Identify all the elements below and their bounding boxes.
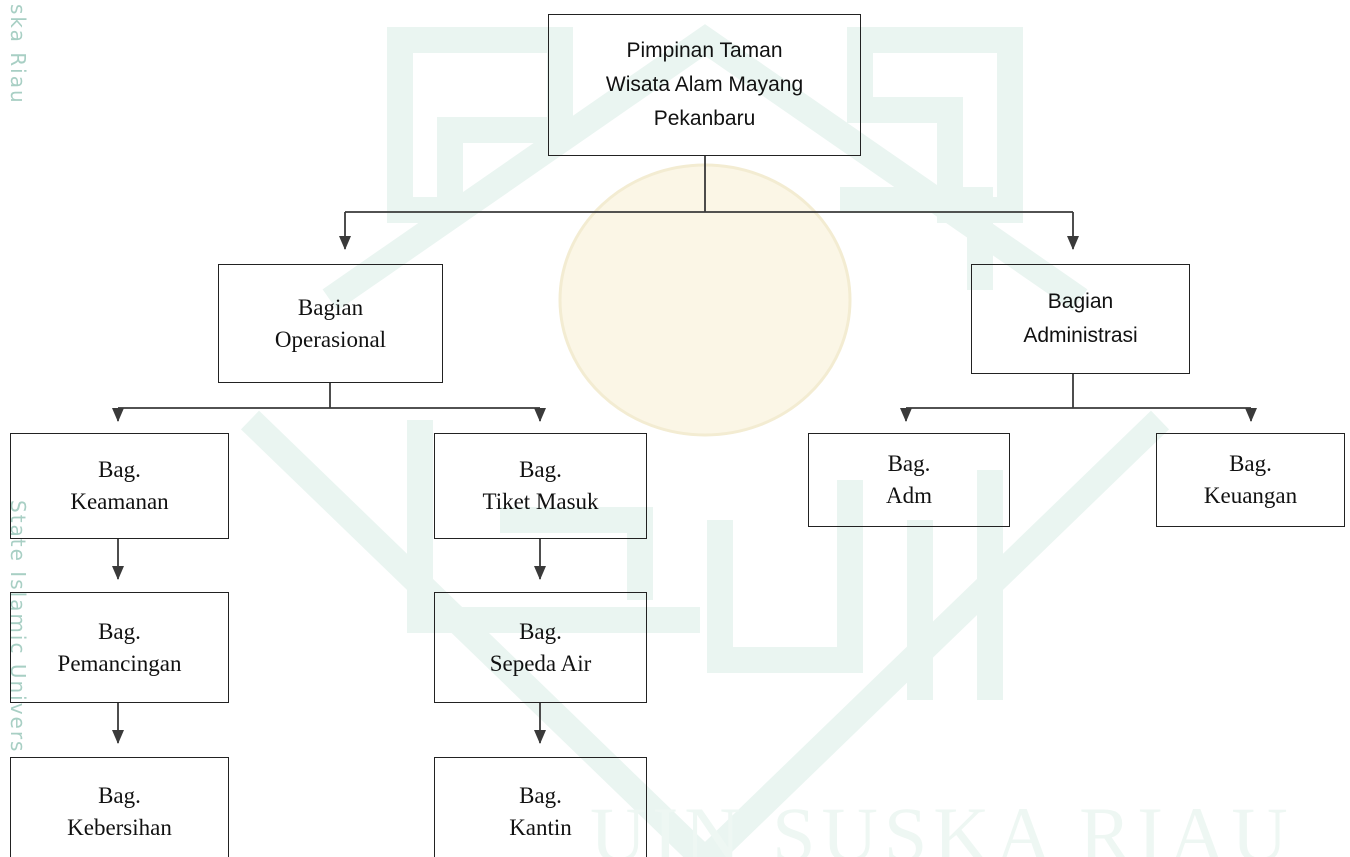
org-box-tiket-line2: Tiket Masuk (482, 489, 599, 514)
org-box-pemancingan-line2: Pemancingan (57, 650, 182, 676)
org-box-pimpinan-line2: Wisata Alam Mayang (605, 73, 804, 96)
org-box-bag-kantin: Bag. Kantin (434, 757, 647, 857)
org-box-adm-line2: Adm (886, 483, 932, 508)
org-box-bag-keamanan: Bag. Keamanan (10, 433, 229, 539)
org-box-bag-adm: Bag. Adm (808, 433, 1010, 527)
org-box-kantin-line2: Kantin (509, 815, 572, 840)
org-box-adm-line1: Bag. (887, 451, 931, 476)
org-box-pimpinan: Pimpinan Taman Wisata Alam Mayang Pekanb… (548, 14, 861, 156)
org-box-bag-sepeda-air: Bag. Sepeda Air (434, 592, 647, 703)
org-box-tiket-line1: Bag. (519, 457, 562, 482)
org-box-keamanan-line2: Keamanan (70, 489, 169, 514)
org-box-administrasi-line1: Bagian (1047, 290, 1114, 313)
org-box-administrasi-line2: Administrasi (1023, 324, 1138, 347)
org-box-pimpinan-line1: Pimpinan Taman (626, 39, 783, 62)
org-box-keamanan-line1: Bag. (98, 457, 141, 482)
org-box-bagian-administrasi: Bagian Administrasi (971, 264, 1190, 374)
org-box-bag-keuangan: Bag. Keuangan (1156, 433, 1345, 527)
org-box-operasional-line1: Bagian (297, 294, 364, 320)
org-box-kantin-line1: Bag. (519, 783, 562, 808)
org-box-sepeda-line2: Sepeda Air (489, 650, 592, 676)
org-box-kebersihan-line1: Bag. (98, 783, 141, 808)
org-box-sepeda-line1: Bag. (519, 618, 562, 644)
org-box-pimpinan-line3: Pekanbaru (653, 107, 756, 130)
org-box-keuangan-line1: Bag. (1229, 451, 1272, 476)
watermark-side-text-top: ska Riau (6, 4, 30, 105)
org-box-bag-pemancingan: Bag. Pemancingan (10, 592, 229, 703)
org-box-kebersihan-line2: Kebersihan (67, 815, 172, 840)
org-box-keuangan-line2: Keuangan (1203, 483, 1298, 508)
org-box-bag-tiket-masuk: Bag. Tiket Masuk (434, 433, 647, 539)
org-box-bagian-operasional: Bagian Operasional (218, 264, 443, 383)
org-box-pemancingan-line1: Bag. (98, 618, 141, 644)
org-box-bag-kebersihan: Bag. Kebersihan (10, 757, 229, 857)
org-box-operasional-line2: Operasional (274, 326, 387, 352)
watermark-bottom-text: UIN SUSKA RIAU (590, 791, 1294, 857)
